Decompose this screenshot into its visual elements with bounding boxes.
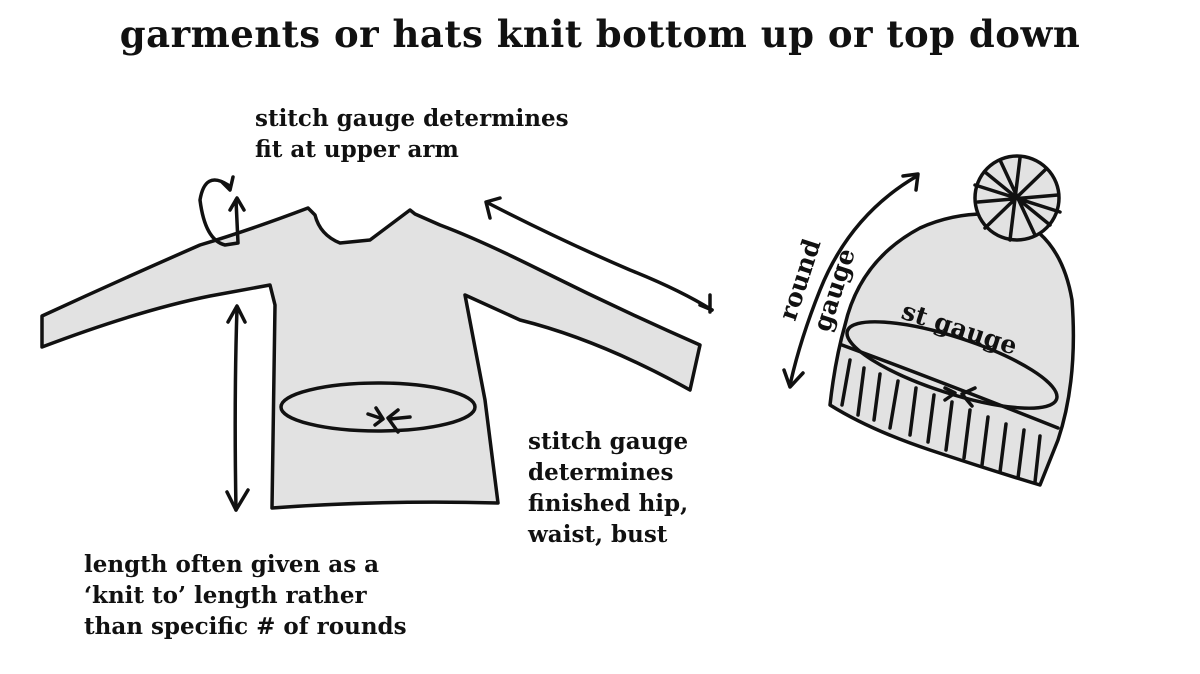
hat-circumference-loop bbox=[845, 320, 1059, 410]
length-arrow-up-icon bbox=[226, 304, 247, 324]
diagram-title: garments or hats knit bottom up or top d… bbox=[119, 12, 1081, 56]
hat-arrow-left-icon bbox=[960, 386, 977, 408]
sweater-shape bbox=[40, 206, 702, 510]
upper-arm-loop bbox=[198, 178, 240, 247]
length-arrow-down-icon bbox=[225, 488, 250, 512]
waist-circumference-loop bbox=[279, 381, 477, 433]
upper-arm-note: stitch gauge determines fit at upper arm bbox=[255, 105, 569, 163]
upper-arm-arrow-up-icon bbox=[228, 196, 246, 212]
sleeve-arrow-head-top-icon bbox=[484, 196, 502, 220]
sweater-illustration bbox=[40, 175, 714, 512]
waist-arrow-right-icon bbox=[366, 406, 385, 427]
hat-crown bbox=[828, 212, 1076, 487]
hip-waist-bust-note: stitch gauge determines finished hip, wa… bbox=[528, 428, 689, 548]
sleeve-arrow-head-bottom-icon bbox=[698, 293, 714, 314]
round-arrow-down-icon bbox=[782, 368, 805, 389]
hat-ribbing bbox=[840, 358, 1042, 484]
hat-brim-top bbox=[840, 343, 1060, 430]
hat-arrow-right-icon bbox=[943, 386, 957, 402]
length-note: length often given as a ‘knit to’ length… bbox=[84, 551, 407, 640]
upper-arm-arrow-down-icon bbox=[220, 175, 235, 192]
round-gauge-arrow bbox=[788, 174, 919, 387]
pompom-strands bbox=[973, 156, 1062, 242]
waist-arrow-left-icon bbox=[386, 408, 412, 434]
body-length-arrow bbox=[233, 306, 239, 512]
sleeve-length-arrow bbox=[486, 201, 714, 312]
round-arrow-up-icon bbox=[901, 172, 920, 192]
hat-illustration: round gauge st gauge bbox=[773, 154, 1076, 487]
